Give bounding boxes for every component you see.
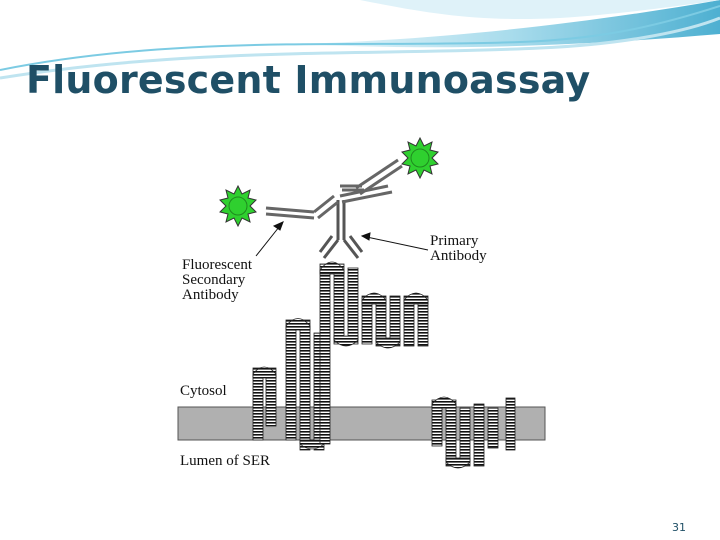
diagram-artwork [177,136,546,469]
slide-title: Fluorescent Immunoassay [26,58,591,102]
primary-antibody-icon [318,200,364,259]
label-cytosol: Cytosol [180,383,227,399]
page-number: 31 [672,521,686,534]
immunoassay-diagram: Fluorescent Secondary Antibody Primary A… [166,128,558,480]
label-primary-antibody: Primary Antibody [430,233,487,264]
label-arrows [255,221,429,257]
fluorophore-icon [219,184,257,228]
label-lumen: Lumen of SER [180,453,270,469]
fluorophore-icon [401,136,439,180]
label-secondary-antibody: Fluorescent Secondary Antibody [182,257,252,303]
secondary-antibody-icon [265,158,403,220]
membrane-protein-icon [252,261,516,469]
header-swoosh-decoration [0,0,720,90]
